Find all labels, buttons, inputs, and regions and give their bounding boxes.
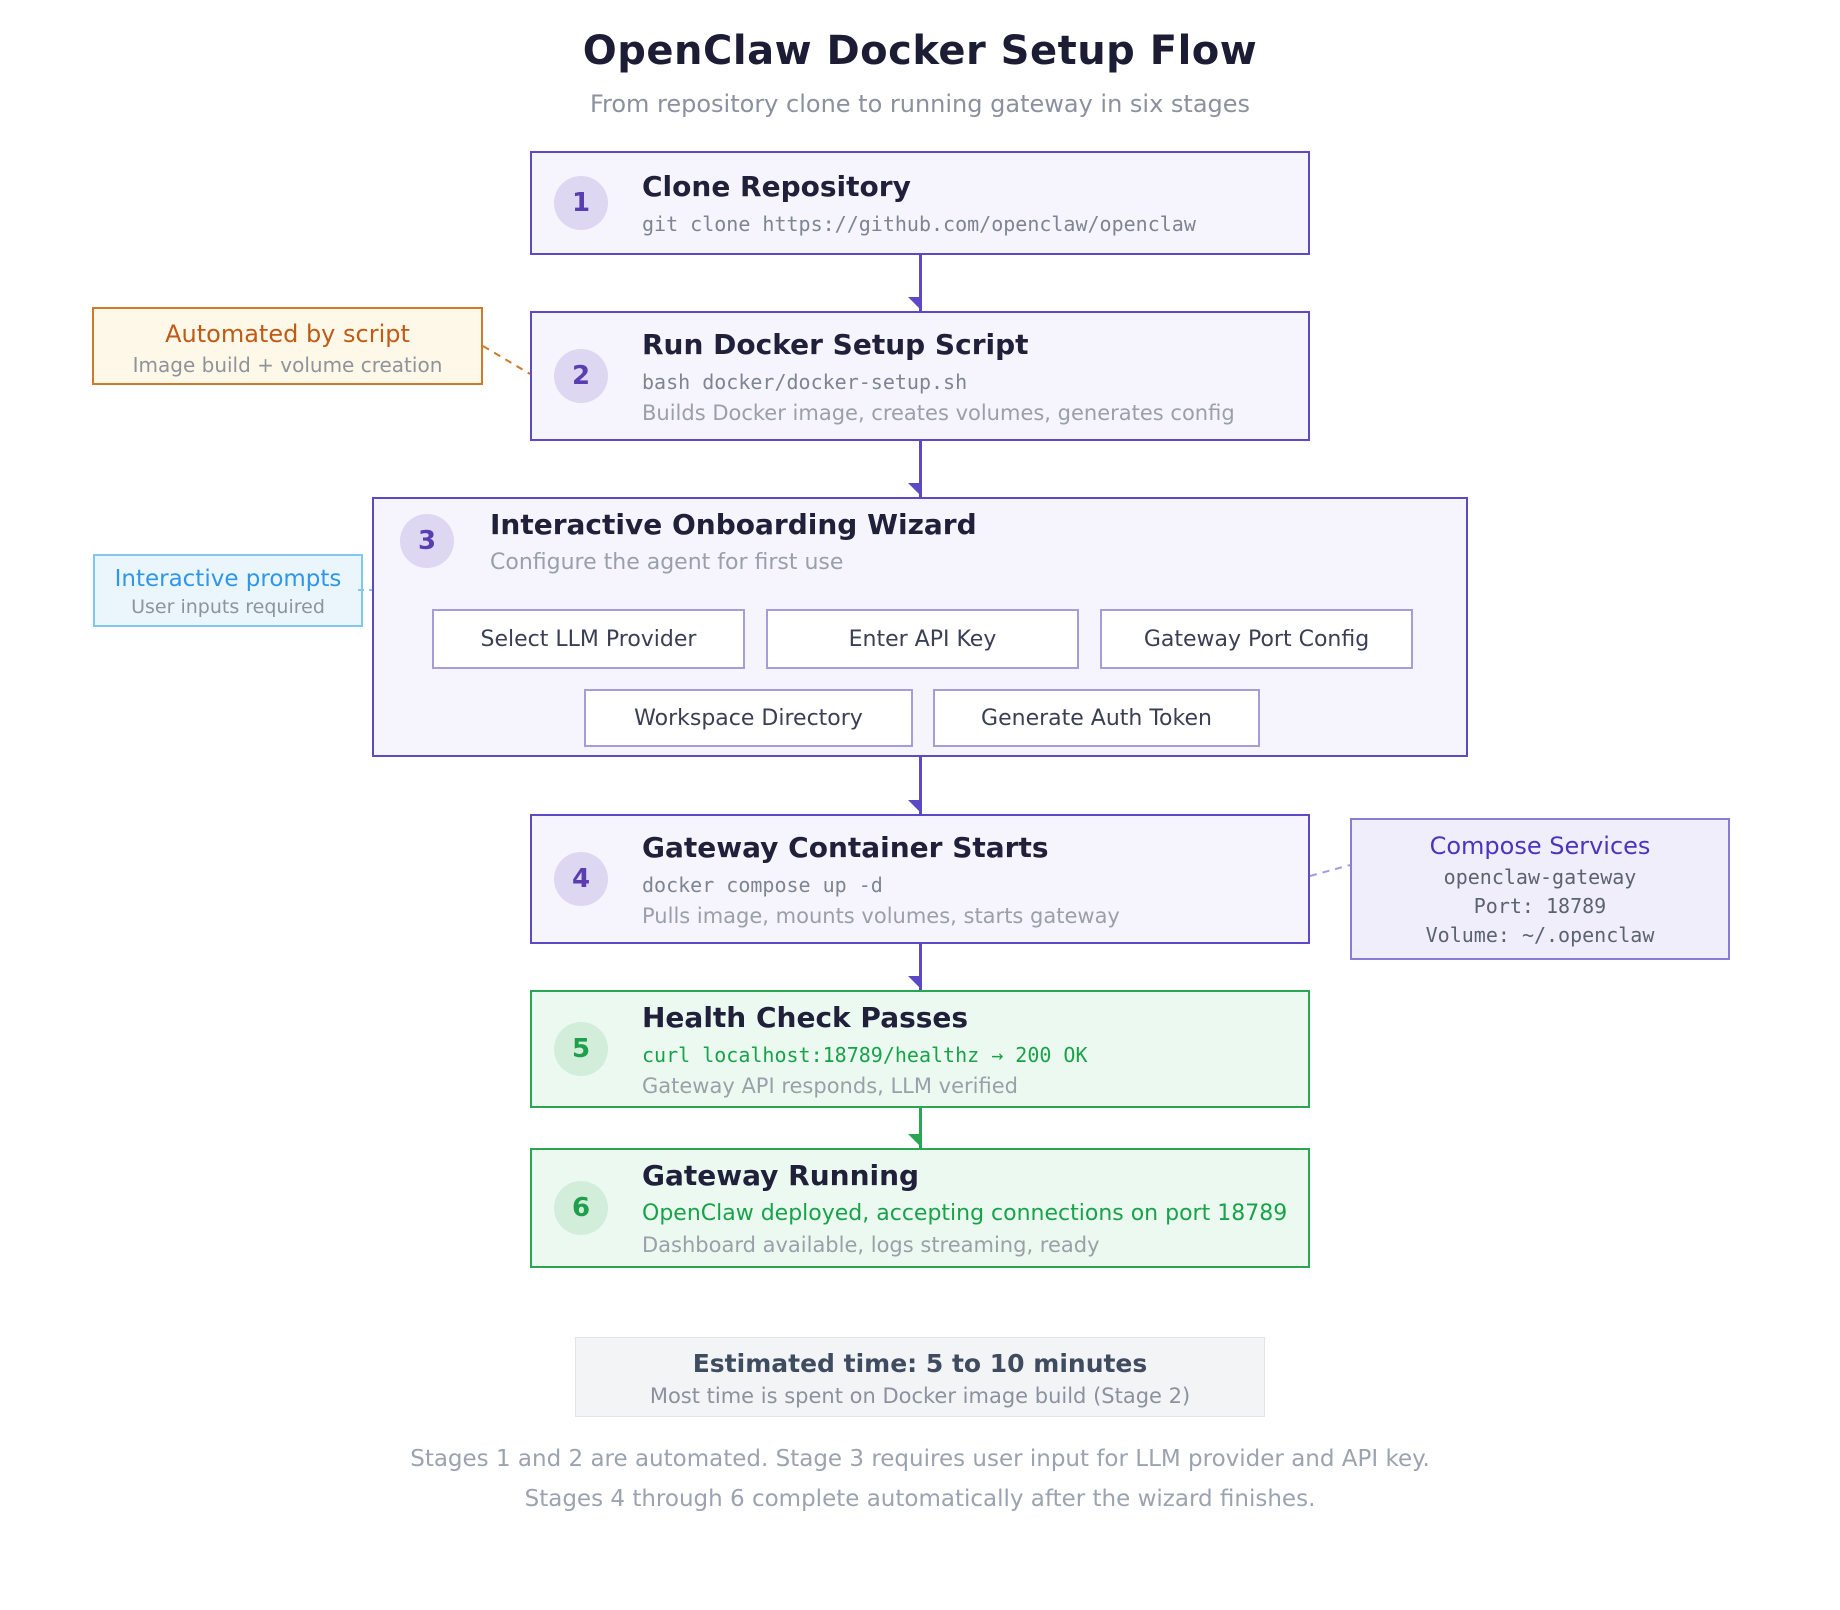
stage-2-description: Builds Docker image, creates volumes, ge… — [642, 400, 1235, 425]
annotation-interactive-title: Interactive prompts — [114, 566, 342, 592]
stage-6-box: 6 Gateway Running OpenClaw deployed, acc… — [530, 1148, 1310, 1268]
annotation-interactive-subtitle: User inputs required — [131, 596, 325, 618]
stage-4-content: Gateway Container Starts docker compose … — [642, 831, 1120, 928]
stage-2-box: 2 Run Docker Setup Script bash docker/do… — [530, 311, 1310, 441]
stage-3-title: Interactive Onboarding Wizard — [490, 508, 977, 541]
estimated-time-subtitle: Most time is spent on Docker image build… — [649, 1384, 1191, 1408]
annotation-automated-by-script: Automated by script Image build + volume… — [92, 307, 483, 385]
stage-5-number-badge: 5 — [554, 1022, 608, 1076]
arrow-stage4-to-stage5 — [919, 944, 922, 990]
stage-6-number-badge: 6 — [554, 1181, 608, 1235]
arrow-stage1-to-stage2 — [919, 255, 922, 311]
arrow-stage5-to-stage6 — [919, 1108, 922, 1148]
stage-4-number-badge: 4 — [554, 852, 608, 906]
stage-5-description: Gateway API responds, LLM verified — [642, 1073, 1018, 1098]
stage-4-description: Pulls image, mounts volumes, starts gate… — [642, 903, 1120, 928]
connector-automated-to-stage2 — [482, 345, 531, 375]
annotation-compose-services: Compose Services openclaw-gateway Port: … — [1350, 818, 1730, 960]
arrowhead-stage2-to-stage3 — [908, 483, 922, 497]
stage-5-command: curl localhost:18789/healthz → 200 OK — [642, 1042, 1088, 1067]
footnote-line-2: Stages 4 through 6 complete automaticall… — [524, 1486, 1316, 1512]
annotation-compose-port: Port: 18789 — [1473, 894, 1607, 918]
stage-1-content: Clone Repository git clone https://githu… — [642, 170, 1196, 236]
footnote-line-1: Stages 1 and 2 are automated. Stage 3 re… — [410, 1446, 1430, 1472]
stage-2-content: Run Docker Setup Script bash docker/dock… — [642, 328, 1235, 425]
stage-4-command: docker compose up -d — [642, 872, 883, 897]
substep-workspace-directory: Workspace Directory — [584, 689, 913, 747]
stage-4-box: 4 Gateway Container Starts docker compos… — [530, 814, 1310, 944]
stage-3-number-badge: 3 — [400, 514, 454, 568]
stage-2-title: Run Docker Setup Script — [642, 327, 1029, 361]
stage-5-box: 5 Health Check Passes curl localhost:187… — [530, 990, 1310, 1108]
annotation-compose-volume: Volume: ~/.openclaw — [1425, 923, 1655, 947]
stage-1-command: git clone https://github.com/openclaw/op… — [642, 212, 1196, 236]
arrowhead-stage4-to-stage5 — [908, 976, 922, 990]
annotation-compose-title: Compose Services — [1429, 832, 1651, 860]
estimated-time-title: Estimated time: 5 to 10 minutes — [692, 1349, 1148, 1378]
arrowhead-stage5-to-stage6 — [908, 1134, 922, 1148]
stage-1-box: 1 Clone Repository git clone https://git… — [530, 151, 1310, 255]
stage-1-number-badge: 1 — [554, 176, 608, 230]
arrow-stage3-to-stage4 — [919, 757, 922, 814]
stage-3-subtitle: Configure the agent for first use — [490, 550, 844, 575]
stage-1-title: Clone Repository — [642, 170, 911, 203]
stage-6-title: Gateway Running — [642, 1159, 920, 1192]
page-subtitle: From repository clone to running gateway… — [589, 90, 1251, 118]
page-title: OpenClaw Docker Setup Flow — [582, 28, 1258, 74]
connector-stage4-to-compose — [1309, 864, 1351, 877]
annotation-compose-service-name: openclaw-gateway — [1443, 865, 1637, 889]
stage-4-title: Gateway Container Starts — [642, 830, 1049, 864]
substep-select-llm-provider: Select LLM Provider — [432, 609, 745, 669]
substep-gateway-port-config: Gateway Port Config — [1100, 609, 1413, 669]
stage-5-title: Health Check Passes — [642, 1000, 969, 1034]
stage-6-content: Gateway Running OpenClaw deployed, accep… — [642, 1159, 1287, 1257]
arrowhead-stage3-to-stage4 — [908, 800, 922, 814]
stage-5-content: Health Check Passes curl localhost:18789… — [642, 1001, 1088, 1098]
annotation-interactive-prompts: Interactive prompts User inputs required — [93, 554, 363, 627]
annotation-automated-subtitle: Image build + volume creation — [132, 353, 443, 377]
stage-6-highlight: OpenClaw deployed, accepting connections… — [642, 1201, 1288, 1226]
arrowhead-stage1-to-stage2 — [908, 297, 922, 311]
annotation-automated-title: Automated by script — [165, 320, 410, 348]
stage-6-description: Dashboard available, logs streaming, rea… — [642, 1233, 1100, 1257]
estimated-time-box: Estimated time: 5 to 10 minutes Most tim… — [575, 1337, 1265, 1417]
substep-generate-auth-token: Generate Auth Token — [933, 689, 1260, 747]
substep-enter-api-key: Enter API Key — [766, 609, 1079, 669]
stage-3-box: 3 Interactive Onboarding Wizard Configur… — [372, 497, 1468, 757]
stage-2-command: bash docker/docker-setup.sh — [642, 369, 968, 394]
arrow-stage2-to-stage3 — [919, 441, 922, 497]
stage-2-number-badge: 2 — [554, 349, 608, 403]
